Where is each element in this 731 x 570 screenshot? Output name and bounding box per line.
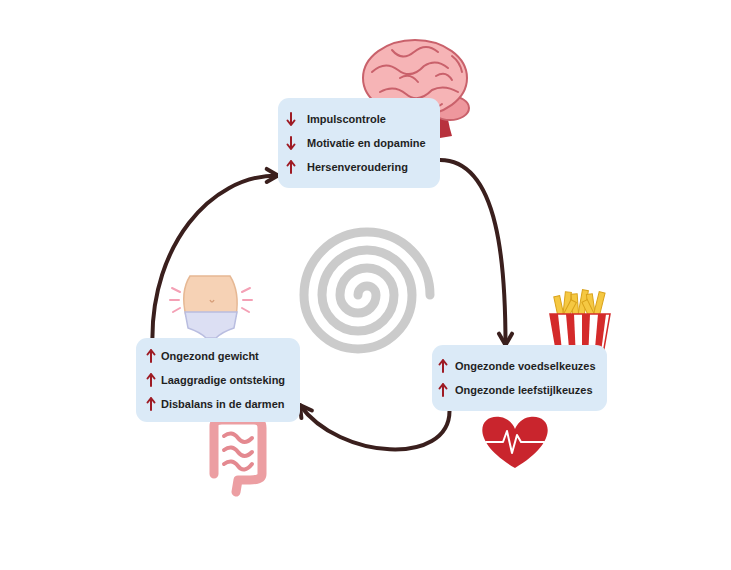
effect-text: Disbalans in de darmen — [161, 392, 300, 416]
effect-text: Impulscontrole — [307, 107, 440, 131]
arrow-head — [267, 169, 278, 182]
effect-box: ImpulscontroleMotivatie en dopamineHerse… — [278, 98, 440, 188]
effect-box: Ongezonde voedselkeuzesOngezonde leefsti… — [432, 345, 607, 411]
arrow-head — [300, 405, 312, 418]
effect-text: Motivatie en dopamine — [307, 131, 440, 155]
heartbeat-line — [486, 431, 544, 453]
cycle-arrow — [152, 169, 278, 338]
effect-text: Laaggradige ontsteking — [161, 368, 300, 392]
heart-illustration — [482, 417, 547, 468]
effect-text: Ongezond gewicht — [161, 344, 300, 368]
effect-text: Ongezonde leefstijlkeuzes — [455, 378, 607, 402]
fries-sticks — [554, 290, 605, 321]
belly-underwear — [185, 312, 237, 338]
arrow-curve — [152, 175, 278, 338]
cycle-arrow — [440, 160, 512, 345]
belly-torso — [184, 276, 237, 316]
cycle-arrow — [300, 405, 450, 449]
intestines-illustration — [214, 420, 262, 492]
large-intestine — [214, 420, 262, 492]
arrow-curve — [300, 405, 450, 449]
effect-text: Hersenveroudering — [307, 155, 440, 179]
spiral-symbol — [304, 232, 430, 349]
arrow-head — [499, 334, 512, 345]
pain-marks — [170, 288, 252, 312]
effect-box: Ongezond gewichtLaaggradige ontstekingDi… — [136, 338, 300, 422]
arrow-curve — [440, 160, 506, 345]
belly-illustration — [170, 276, 252, 338]
heart-shape — [482, 417, 547, 468]
small-intestine — [224, 433, 252, 469]
belly-navel — [210, 300, 214, 302]
effect-text: Ongezonde voedselkeuzes — [455, 354, 607, 378]
